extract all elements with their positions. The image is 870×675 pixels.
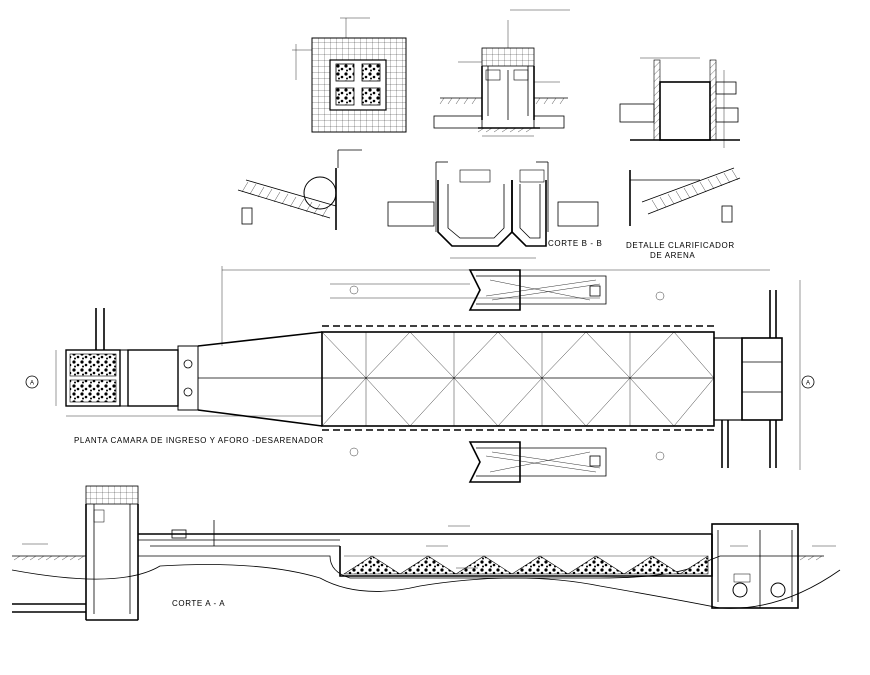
detail-screw-right xyxy=(629,167,741,226)
detail-side-section xyxy=(619,57,740,148)
title-corte-aa: CORTE A - A xyxy=(172,599,225,608)
title-detalle-line2: DE ARENA xyxy=(650,251,695,260)
section-corte-aa xyxy=(11,485,841,621)
detail-screw-left xyxy=(237,149,362,230)
section-marker-left: A xyxy=(25,375,39,389)
section-marker-right-label: A xyxy=(806,381,810,387)
detail-corte-bb xyxy=(387,161,599,259)
section-marker-left-label: A xyxy=(30,381,34,387)
detail-plan-box xyxy=(292,17,407,133)
plan-desarenador xyxy=(55,266,801,483)
title-corte-bb: CORTE B - B xyxy=(548,239,602,248)
title-planta: PLANTA CAMARA DE INGRESO Y AFORO -DESARE… xyxy=(74,436,324,445)
section-marker-right: A xyxy=(801,375,815,389)
detail-vertical-section xyxy=(433,9,570,137)
title-detalle-line1: DETALLE CLARIFICADOR xyxy=(626,241,735,250)
